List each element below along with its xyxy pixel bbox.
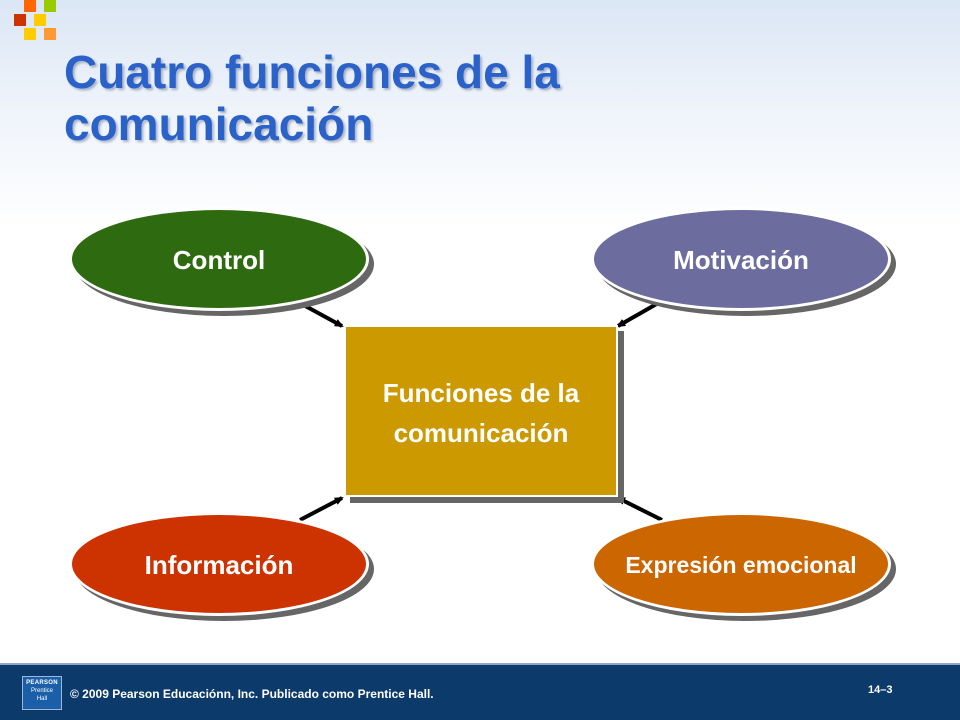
node-expresion-label: Expresión emocional (625, 552, 856, 578)
communication-functions-diagram: Funciones de la comunicación Control Mot… (69, 207, 896, 621)
node-control-fill (72, 210, 366, 308)
node-informacion: Información (69, 512, 374, 621)
square-orange-2 (44, 28, 56, 40)
square-red (14, 14, 26, 26)
square-green (44, 0, 56, 12)
logo-sub-text-2: Hall (36, 696, 48, 702)
node-motivacion-label: Motivación (673, 245, 809, 275)
node-expresion-emocional: Expresión emocional (591, 512, 896, 621)
logo-brand-text: PEARSON (26, 680, 58, 686)
node-control: Control (69, 207, 374, 316)
node-expresion-fill (594, 515, 888, 613)
slide-title-line1: Cuatro funciones de la (64, 46, 560, 98)
arrow-informacion (299, 496, 344, 522)
node-motivacion-fill (594, 210, 888, 308)
node-control-label: Control (173, 245, 265, 275)
node-informacion-label: Información (145, 550, 294, 580)
center-label-line2: comunicación (394, 418, 569, 448)
square-yellow-2 (24, 28, 36, 40)
header-background (0, 0, 960, 230)
center-box: Funciones de la comunicación (344, 325, 624, 503)
node-motivacion: Motivación (591, 207, 896, 316)
decorative-squares (0, 0, 70, 60)
square-yellow (34, 14, 46, 26)
node-informacion-fill (72, 515, 366, 613)
slide-title: Cuatro funciones de la comunicación (64, 46, 924, 150)
arrow-expresion (616, 496, 663, 522)
slide-title-line2: comunicación (64, 98, 374, 150)
slide-number: 14–3 (868, 684, 893, 696)
center-label-line1: Funciones de la (383, 378, 580, 408)
footer-divider (0, 663, 960, 665)
square-orange (24, 0, 36, 12)
copyright-text: © 2009 Pearson Educaciónn, Inc. Publicad… (70, 687, 434, 701)
logo-sub-text-1: Prentice (30, 688, 53, 694)
arrow-motivacion (616, 300, 661, 328)
pearson-logo: PEARSON Prentice Hall (22, 676, 62, 710)
footer-bar (0, 665, 960, 720)
center-rect (346, 327, 616, 495)
